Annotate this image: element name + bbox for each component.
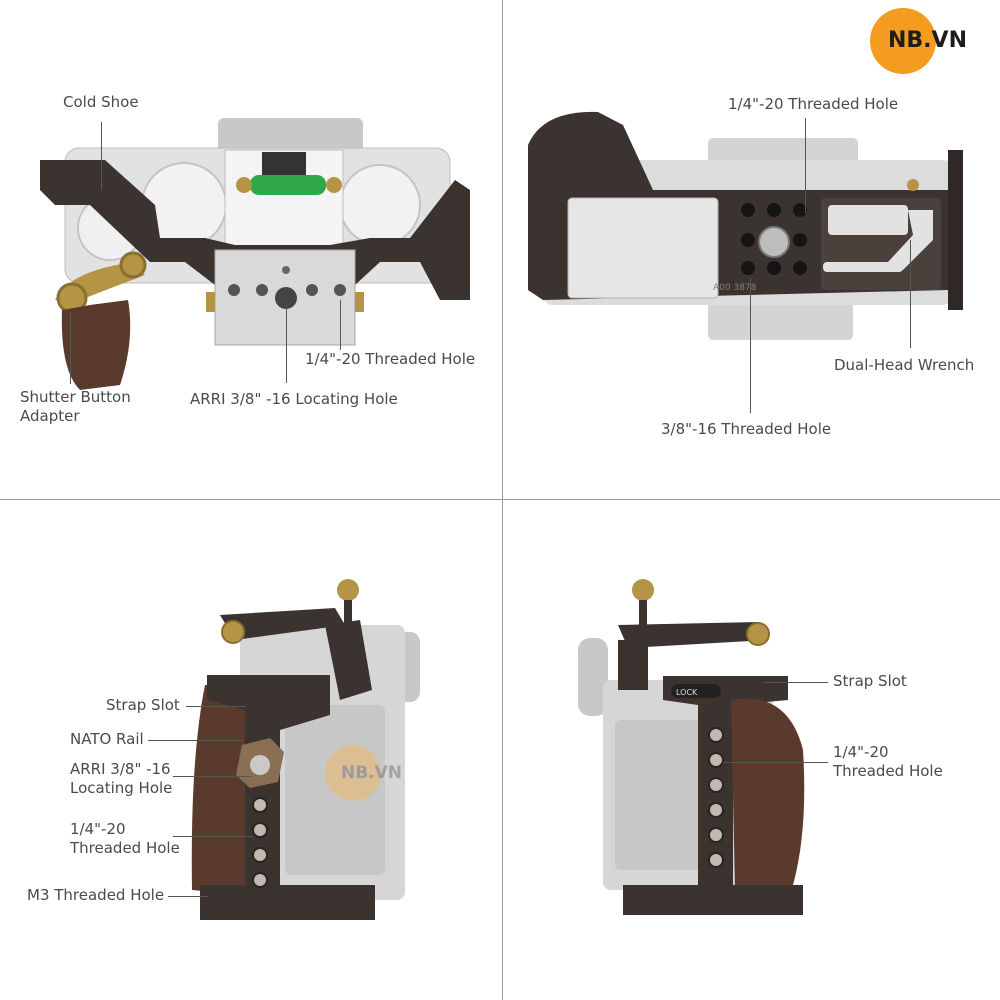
label-cold-shoe: Cold Shoe xyxy=(63,93,139,111)
leader-strap-slot-right xyxy=(763,682,828,683)
brand-logo: NB.VN xyxy=(870,8,990,78)
leader-shutter-adapter xyxy=(70,312,71,384)
left-side-illustration xyxy=(191,579,420,920)
leader-threaded-hole-top xyxy=(805,118,806,213)
label-threaded-hole-38: 3/8"-16 Threaded Hole xyxy=(661,420,832,438)
label-shutter-adapter: Shutter Button Adapter xyxy=(20,388,131,425)
quadrant-top-view: Cold Shoe 1/4"-20 Threaded Hole ARRI 3/8… xyxy=(0,0,500,500)
engraving-text: A00 3878 xyxy=(713,283,757,293)
label-wrench: Dual-Head Wrench xyxy=(834,356,975,374)
leader-threaded-hole xyxy=(340,300,341,350)
label-nato-rail: NATO Rail xyxy=(70,730,144,748)
label-arri-locating-hole: ARRI 3/8" -16 Locating Hole xyxy=(70,760,173,797)
quadrant-right-side-view: LOCK Strap Slot 1/4"-20 Threaded Hole xyxy=(503,500,1000,1000)
quadrant-left-side-view: NB.VN Strap Slot NATO Rail ARRI 3/8" -16… xyxy=(0,500,500,1000)
leader-arri-hole xyxy=(286,305,287,383)
label-threaded-hole: 1/4"-20 Threaded Hole xyxy=(305,350,476,368)
leader-m3-hole xyxy=(168,896,208,897)
label-threaded-hole-right: 1/4"-20 Threaded Hole xyxy=(833,743,943,780)
label-strap-slot-right: Strap Slot xyxy=(833,672,907,690)
top-view-illustration xyxy=(40,118,470,390)
bottom-view-illustration: A00 3878 xyxy=(528,111,963,340)
label-arri-hole: ARRI 3/8" -16 Locating Hole xyxy=(190,390,398,408)
vertical-divider xyxy=(502,0,503,1000)
logo-circle xyxy=(870,8,936,74)
leader-wrench xyxy=(910,240,911,348)
horizontal-divider xyxy=(0,499,1000,500)
right-side-illustration: LOCK xyxy=(578,579,805,915)
label-m3-hole: M3 Threaded Hole xyxy=(27,886,165,904)
leader-arri-locating-hole xyxy=(173,776,251,777)
watermark: NB.VN xyxy=(325,745,435,805)
watermark-text: NB.VN xyxy=(341,763,403,783)
quadrant-bottom-view: A00 3878 1/4"-20 Threaded Hole Dual-Head… xyxy=(503,0,1000,500)
label-threaded-hole-side: 1/4"-20 Threaded Hole xyxy=(70,820,180,857)
leader-threaded-hole-right xyxy=(723,762,828,763)
leader-nato-rail xyxy=(148,740,243,741)
label-strap-slot: Strap Slot xyxy=(106,696,180,714)
watermark-circle xyxy=(325,745,381,801)
lock-text: LOCK xyxy=(676,688,698,697)
leader-strap-slot xyxy=(186,706,246,707)
leader-cold-shoe xyxy=(101,122,102,190)
leader-threaded-hole-38 xyxy=(750,278,751,413)
leader-threaded-hole-side xyxy=(173,836,253,837)
label-threaded-hole-top: 1/4"-20 Threaded Hole xyxy=(728,95,899,113)
logo-text: NB.VN xyxy=(888,28,967,53)
